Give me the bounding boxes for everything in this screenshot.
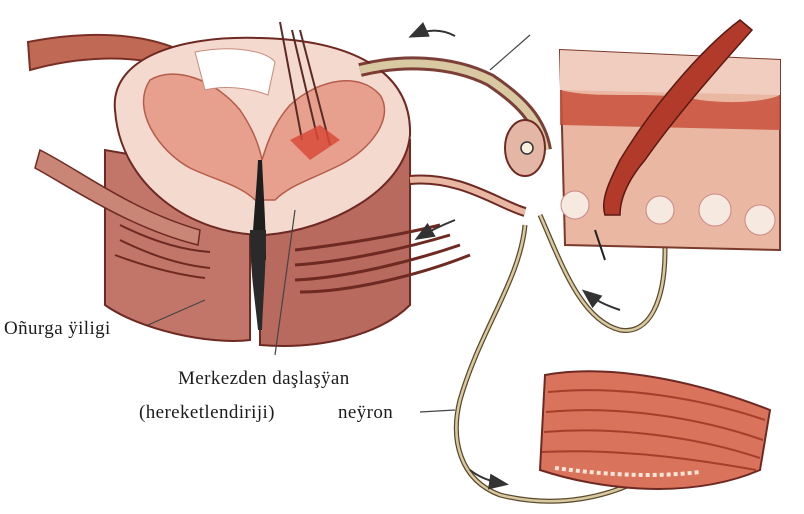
muscle-section (540, 371, 770, 489)
efferent-neuron-label-line1: Merkezden daşlaşÿan (178, 368, 350, 390)
leader-top (490, 35, 530, 70)
spinal-cord-label: Oñurga ÿiligi (4, 318, 111, 340)
arrow-top (412, 31, 455, 36)
skin-section (560, 20, 780, 260)
efferent-neuron-label-line2-end: neÿron (338, 402, 393, 424)
efferent-neuron-label-line2: (hereketlendiriji) (139, 402, 275, 424)
leader-neuron (420, 410, 455, 412)
